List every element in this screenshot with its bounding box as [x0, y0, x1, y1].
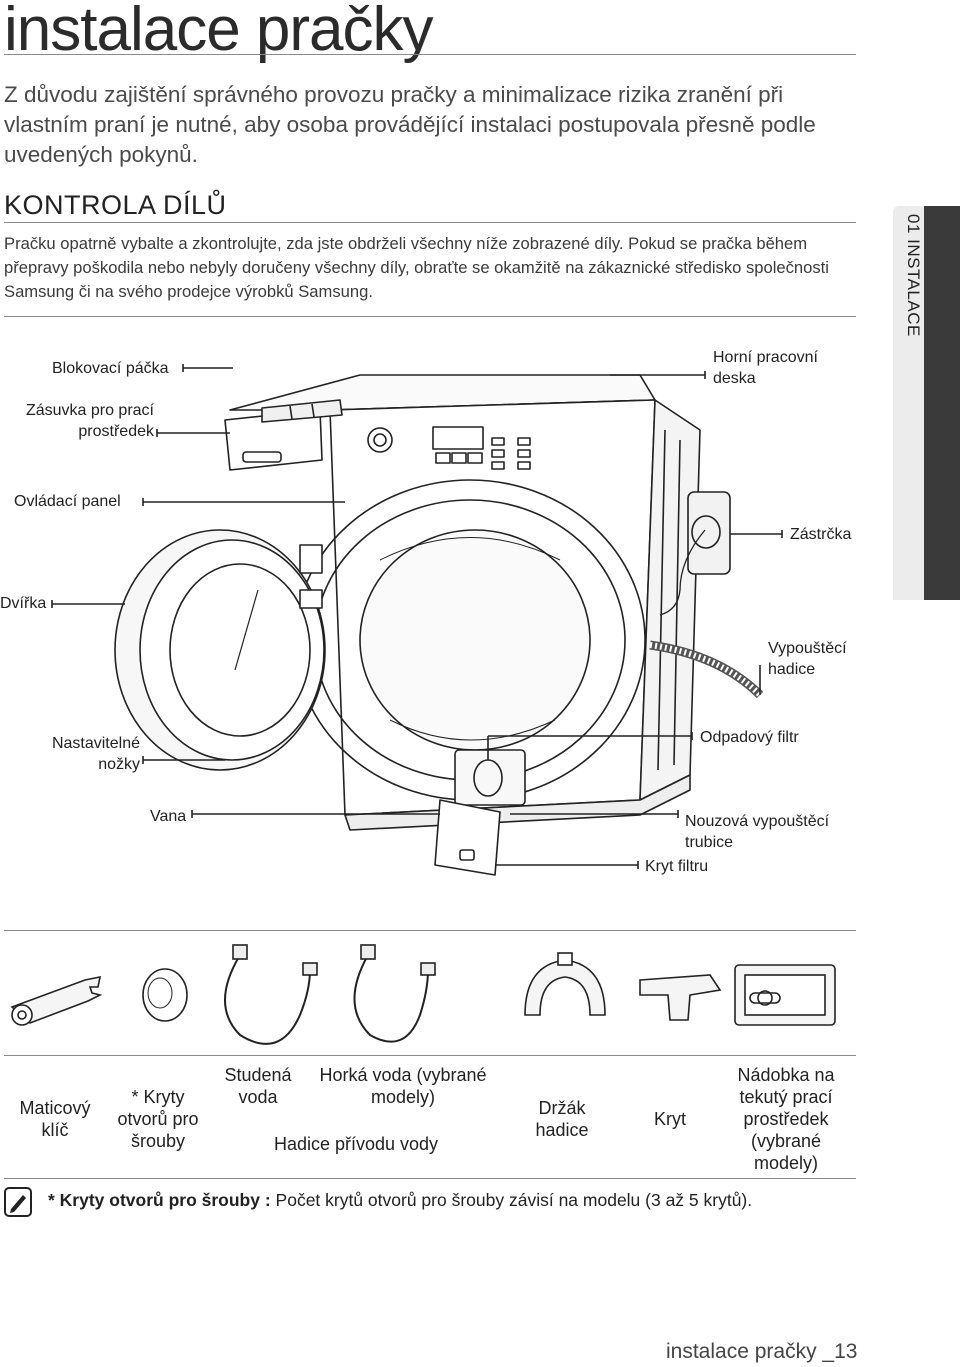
- section-rule: [4, 222, 856, 223]
- hot-water-hose-icon: [353, 944, 436, 1043]
- caption-cover: Kryt: [653, 1109, 686, 1129]
- side-tab-marker: [924, 206, 960, 600]
- label-detergent-drawer: Zásuvka pro prací prostředek: [14, 400, 154, 442]
- note-body: Počet krytů otvorů pro šrouby závisí na …: [270, 1190, 753, 1210]
- label-locking-lever: Blokovací páčka: [52, 360, 169, 377]
- label-worktop-line1: Horní pracovní: [713, 349, 818, 366]
- label-worktop: Horní pracovní deska: [713, 347, 818, 389]
- label-control-panel: Ovládací panel: [14, 493, 121, 510]
- caption-spanner: Maticový klíč: [19, 1098, 91, 1140]
- cold-water-hose-icon: [224, 944, 318, 1045]
- section-body-rule: [4, 316, 856, 317]
- label-emergency-drain-line1: Nouzová vypouštěcí: [685, 813, 830, 830]
- accessories-illustrations: [10, 944, 836, 1045]
- label-adjustable-feet-line1: Nastavitelné: [51, 735, 140, 752]
- label-plug: Zástrčka: [790, 526, 852, 543]
- washer-diagram: [51, 364, 783, 876]
- section-body: Pračku opatrně vybalte a zkontrolujte, z…: [4, 234, 829, 301]
- label-emergency-drain: Nouzová vypouštěcí trubice: [685, 811, 829, 853]
- note-pencil-icon: [4, 1187, 32, 1217]
- caption-cold-water: Studená voda: [224, 1065, 292, 1107]
- caption-liquid-container: Nádobka na tekutý prací prostředek (vybr…: [737, 1065, 835, 1173]
- hose-guide-icon: [524, 952, 606, 1016]
- section-heading: KONTROLA DÍLŮ: [4, 190, 227, 220]
- label-debris-filter: Odpadový filtr: [700, 729, 799, 746]
- page-title: instalace pračky: [4, 0, 434, 64]
- caption-hot-water: Horká voda (vybrané modely): [319, 1065, 487, 1107]
- accessories-rule-bottom: [4, 1178, 856, 1179]
- side-tab-label: 01 INSTALACE: [904, 214, 923, 337]
- caption-hose-guide: Držák hadice: [535, 1098, 589, 1140]
- caption-water-hoses: Hadice přívodu vody: [273, 1134, 439, 1154]
- liquid-container-icon: [734, 964, 836, 1026]
- label-emergency-drain-line2: trubice: [685, 834, 734, 851]
- bolt-cap-icon: [142, 968, 188, 1022]
- label-detergent-drawer-line2: prostředek: [78, 423, 154, 440]
- cover-icon: [639, 974, 722, 1021]
- caption-bolt-caps: * Kryty otvorů pro šrouby: [117, 1087, 199, 1151]
- intro-paragraph: Z důvodu zajištění správného provozu pra…: [4, 82, 816, 167]
- spanner-icon: [10, 975, 103, 1026]
- label-tub: Vana: [150, 808, 187, 825]
- label-drain-hose: Vypouštěcí hadice: [768, 638, 847, 680]
- label-drain-hose-line1: Vypouštěcí: [768, 640, 847, 657]
- label-adjustable-feet: Nastavitelné nožky: [0, 733, 140, 775]
- accessories-rule-mid: [4, 1055, 856, 1056]
- title-rule: [4, 54, 856, 55]
- label-door: Dvířka: [0, 595, 47, 612]
- note-text: * Kryty otvorů pro šrouby : Počet krytů …: [48, 1190, 752, 1211]
- label-adjustable-feet-line2: nožky: [98, 756, 140, 773]
- note-bold: * Kryty otvorů pro šrouby :: [48, 1190, 271, 1210]
- label-worktop-line2: deska: [713, 370, 756, 387]
- page-footer: instalace pračky _13: [666, 1340, 858, 1363]
- accessories-rule-top: [4, 930, 856, 931]
- label-filter-cover: Kryt filtru: [645, 858, 709, 875]
- label-detergent-drawer-line1: Zásuvka pro prací: [25, 402, 154, 419]
- label-drain-hose-line2: hadice: [768, 661, 816, 678]
